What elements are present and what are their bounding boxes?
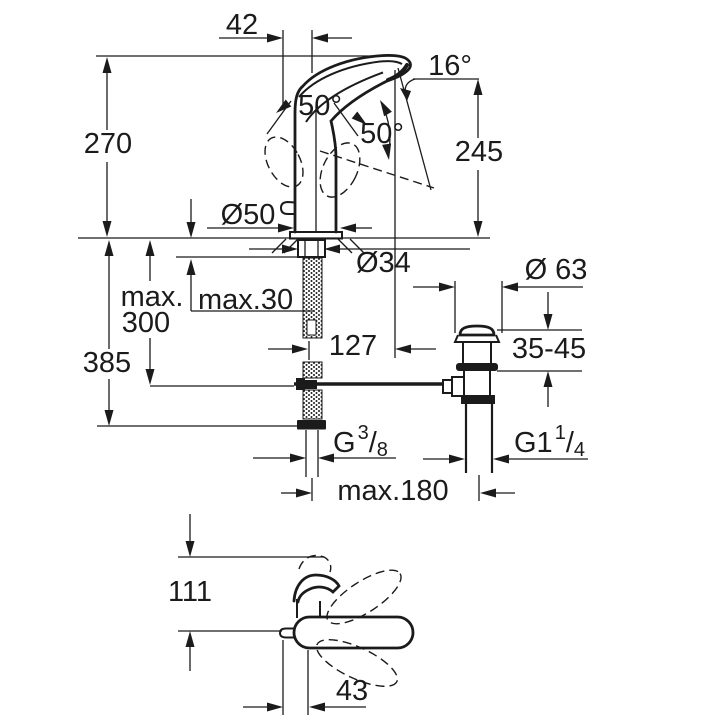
dim-42-label: 42 xyxy=(226,9,258,41)
waste-lock-nut xyxy=(461,395,495,404)
dim-dia34-label: Ø34 xyxy=(356,247,411,279)
outlet-axis-16deg xyxy=(397,67,432,191)
dimension-graphics xyxy=(102,33,588,498)
dim-dia63-label: Ø 63 xyxy=(525,254,588,286)
shank-window xyxy=(306,319,317,336)
handle-forward-dashed xyxy=(298,554,332,573)
threaded-shank-upper xyxy=(302,257,323,339)
dim-max30-label: max.30 xyxy=(198,284,293,316)
waste-plug-dome xyxy=(458,324,496,337)
top-view-labels: 111 43 xyxy=(168,576,368,707)
dim-max300-line1: max. xyxy=(121,281,184,313)
main-view: 42 16° 50° 50° 270 245 Ø50 Ø34 max. 300 … xyxy=(78,9,588,507)
dim-dia50-label: Ø50 xyxy=(221,199,276,231)
handle-position-right-dashed xyxy=(319,142,361,198)
mounting-nut xyxy=(297,239,326,258)
dim-35-45-label: 35-45 xyxy=(512,333,586,365)
dim-270-label: 270 xyxy=(84,128,132,160)
top-view-dimension-graphics xyxy=(185,514,366,712)
faucet-body xyxy=(279,53,412,240)
dim-385-label: 385 xyxy=(83,347,131,379)
top-view-faucet xyxy=(278,554,415,688)
dim-max300-line2: 300 xyxy=(122,307,170,339)
threaded-shank-lower xyxy=(302,389,323,420)
waste-seal xyxy=(456,363,498,371)
mounting-hardware xyxy=(271,238,443,477)
dim-127-label: 127 xyxy=(329,330,377,362)
handle-inner-line-1 xyxy=(298,60,403,98)
dim-50deg-lift-label: 50° xyxy=(360,118,404,150)
dim-50deg-swing-label: 50° xyxy=(298,90,342,122)
dim-245-label: 245 xyxy=(455,136,503,168)
dim-111-label: 111 xyxy=(168,576,212,608)
faucet-outline xyxy=(293,53,412,234)
pop-up-lift-knob xyxy=(279,200,296,215)
dim-43-label: 43 xyxy=(336,675,368,707)
dimension-labels: 42 16° 50° 50° 270 245 Ø50 Ø34 max. 300 … xyxy=(83,9,588,507)
swing-leg-right xyxy=(333,102,359,137)
handle-inner-line-2 xyxy=(305,71,384,123)
rod-socket-inner xyxy=(451,376,465,397)
base-plate xyxy=(289,231,343,240)
top-view: 111 43 xyxy=(168,514,415,715)
reference-lines xyxy=(78,30,582,501)
rod-socket-outer xyxy=(442,379,453,394)
pop-up-waste-drain xyxy=(442,324,501,473)
handle-right-up-dashed xyxy=(326,569,402,625)
dim-max180-label: max.180 xyxy=(337,475,448,507)
supply-connection-nut xyxy=(297,420,326,430)
threaded-shank-mid xyxy=(302,361,323,379)
dim-16deg-label: 16° xyxy=(428,50,472,82)
handle-right-down-dashed xyxy=(315,638,399,688)
knob-top-view xyxy=(278,627,295,639)
handle-position-left-dashed xyxy=(264,136,304,188)
spout-top-view xyxy=(292,615,415,650)
handle-swing-dashed xyxy=(264,136,435,198)
waste-flange xyxy=(453,334,501,343)
top-view-reference-lines xyxy=(178,556,324,715)
handle-top-view xyxy=(292,573,341,604)
handle-axis-dashed xyxy=(319,150,435,189)
